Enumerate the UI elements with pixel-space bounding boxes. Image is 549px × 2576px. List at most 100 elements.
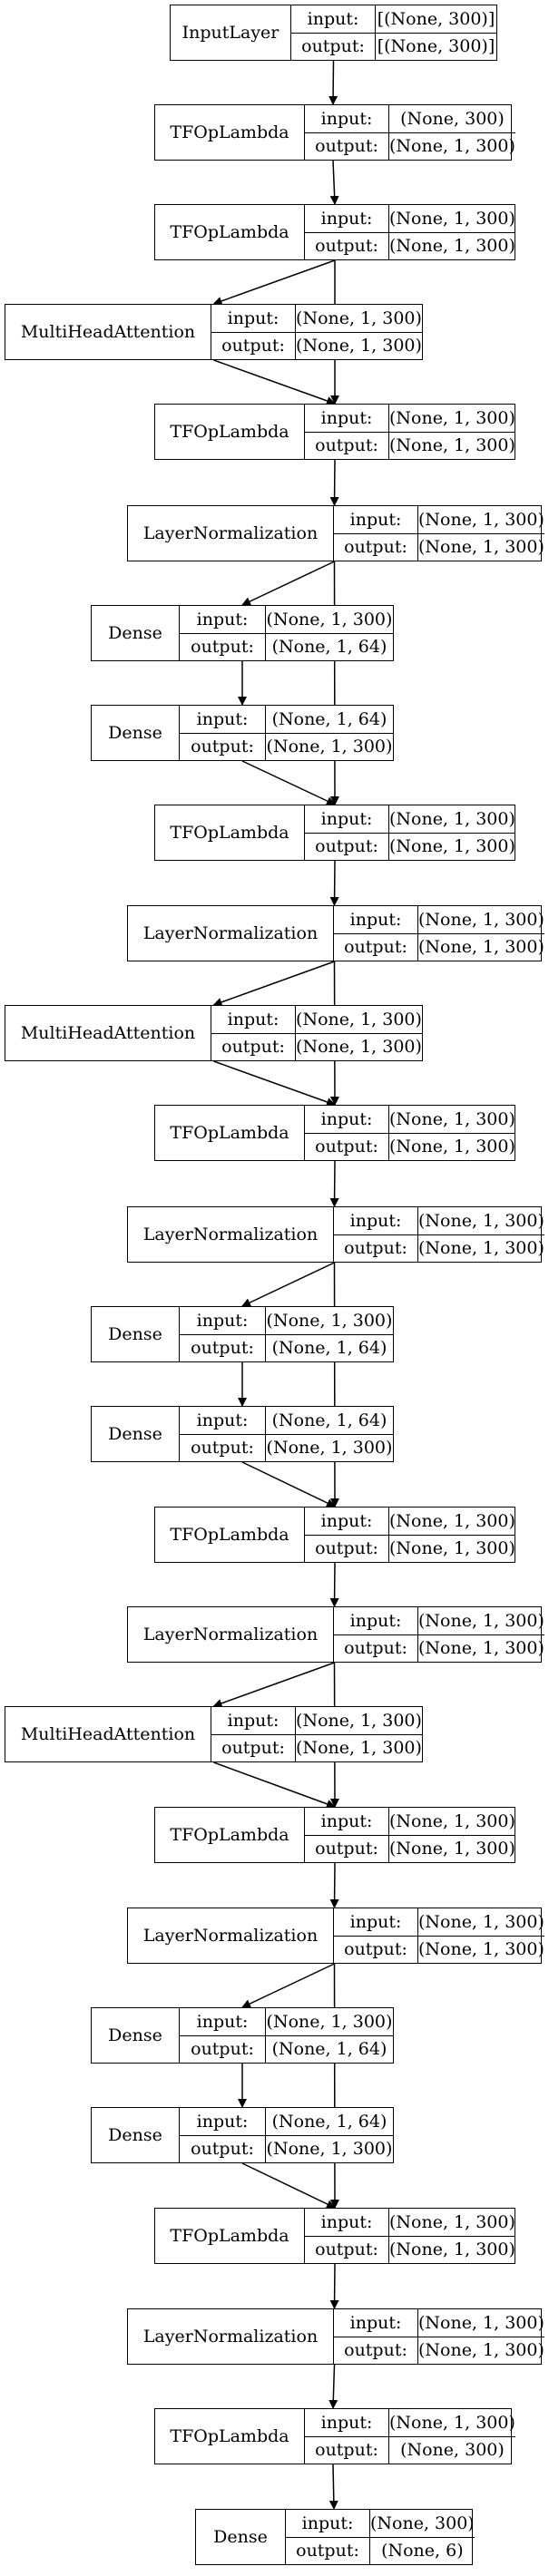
output-label: output: bbox=[305, 1132, 388, 1161]
input-shape: (None, 1, 300) bbox=[266, 1310, 393, 1331]
edge-n21-to-n22 bbox=[241, 2162, 336, 2209]
input-shape: (None, 1, 300) bbox=[418, 909, 544, 930]
edge-n8-to-n9 bbox=[329, 860, 339, 906]
output-shape: (None, 1, 300) bbox=[296, 331, 422, 360]
edge-n5-to-n8 bbox=[329, 561, 339, 805]
input-shape: (None, 1, 300) bbox=[418, 1210, 544, 1231]
input-label: input: bbox=[196, 609, 249, 629]
layer-name: Dense bbox=[92, 1307, 180, 1361]
output-shape: (None, 1, 300) bbox=[389, 132, 515, 161]
output-shape: (None, 1, 300) bbox=[296, 1032, 422, 1061]
output-label: output: bbox=[334, 1634, 417, 1663]
output-shape: (None, 1, 300) bbox=[389, 231, 515, 260]
output-label: output: bbox=[334, 932, 417, 961]
output-shape: (None, 1, 300) bbox=[418, 1234, 544, 1263]
input-shape: (None, 1, 300) bbox=[296, 307, 422, 328]
input-shape: (None, 300) bbox=[400, 108, 505, 129]
output-label: output: bbox=[180, 2134, 265, 2163]
output-shape: (None, 1, 300) bbox=[266, 2134, 393, 2163]
layer-name: LayerNormalization bbox=[128, 506, 334, 561]
output-label: output: bbox=[305, 431, 388, 460]
edge-n10-to-n11 bbox=[213, 1060, 336, 1107]
output-label: output: bbox=[211, 1032, 295, 1061]
output-shape: (None, 1, 300) bbox=[418, 932, 544, 961]
input-label: input: bbox=[320, 1108, 373, 1129]
output-label: output: bbox=[180, 2034, 265, 2064]
output-shape: (None, 300) bbox=[389, 2435, 515, 2464]
output-label: output: bbox=[291, 32, 375, 61]
edge-n1-to-n2 bbox=[329, 160, 339, 205]
input-shape: (None, 1, 300) bbox=[389, 407, 515, 428]
output-shape: (None, 1, 64) bbox=[266, 2034, 393, 2064]
layer-name: LayerNormalization bbox=[128, 2309, 334, 2364]
edge-n9-to-n10 bbox=[212, 961, 335, 1007]
input-label: input: bbox=[349, 909, 402, 930]
output-shape: (None, 1, 300) bbox=[266, 1433, 393, 1462]
input-shape: (None, 1, 300) bbox=[418, 1911, 544, 1932]
layer-name: InputLayer bbox=[171, 5, 291, 60]
input-label: input: bbox=[349, 1610, 402, 1631]
input-label: input: bbox=[320, 1510, 373, 1531]
layer-name: TFOpLambda bbox=[155, 2209, 305, 2263]
output-shape: (None, 1, 300) bbox=[418, 1634, 544, 1663]
edge-n22-to-n23 bbox=[329, 2263, 339, 2309]
input-shape: (None, 1, 300) bbox=[389, 1810, 515, 1831]
output-label: output: bbox=[305, 832, 388, 861]
input-label: input: bbox=[196, 1410, 249, 1430]
edge-n12-to-n13 bbox=[241, 1262, 335, 1307]
output-label: output: bbox=[334, 1234, 417, 1263]
input-label: input: bbox=[227, 1710, 279, 1731]
output-label: output: bbox=[286, 2536, 369, 2565]
layer-name: Dense bbox=[196, 2510, 286, 2564]
output-shape: (None, 1, 300) bbox=[266, 732, 393, 761]
layer-name: LayerNormalization bbox=[128, 1908, 334, 1963]
input-label: input: bbox=[320, 2412, 373, 2433]
input-label: input: bbox=[227, 1009, 279, 1029]
input-shape: (None, 1, 300) bbox=[296, 1009, 422, 1029]
input-label: input: bbox=[320, 108, 373, 129]
layer-name: TFOpLambda bbox=[155, 405, 305, 459]
input-shape: (None, 1, 300) bbox=[389, 2211, 515, 2232]
input-label: input: bbox=[349, 1210, 402, 1231]
output-label: output: bbox=[180, 632, 265, 661]
input-shape: (None, 1, 300) bbox=[389, 2412, 515, 2433]
layer-name: LayerNormalization bbox=[128, 906, 334, 961]
edge-n4-to-n5 bbox=[329, 459, 339, 506]
layer-name: TFOpLambda bbox=[155, 805, 305, 860]
input-shape: (None, 1, 300) bbox=[389, 1510, 515, 1531]
input-shape: (None, 1, 300) bbox=[296, 1710, 422, 1731]
output-shape: (None, 1, 300) bbox=[389, 832, 515, 861]
layer-name: TFOpLambda bbox=[155, 2409, 305, 2464]
edge-n3-to-n4 bbox=[213, 359, 336, 405]
layer-name: LayerNormalization bbox=[128, 1207, 334, 1262]
edge-n19-to-n20 bbox=[241, 1963, 335, 2008]
layer-name: TFOpLambda bbox=[155, 205, 305, 259]
input-shape: (None, 1, 300) bbox=[389, 808, 515, 829]
layer-name: TFOpLambda bbox=[155, 1808, 305, 1862]
edge-n2-to-n3 bbox=[212, 259, 336, 306]
input-shape: (None, 300) bbox=[370, 2513, 475, 2533]
edge-n24-to-n25 bbox=[328, 2464, 338, 2510]
output-label: output: bbox=[305, 2235, 388, 2264]
output-label: output: bbox=[334, 2336, 417, 2365]
output-shape: (None, 1, 300) bbox=[389, 2235, 515, 2264]
output-shape: [(None, 300)] bbox=[376, 32, 496, 61]
layer-name: Dense bbox=[92, 2108, 180, 2162]
layer-name: Dense bbox=[92, 1407, 180, 1461]
input-shape: (None, 1, 64) bbox=[271, 2111, 387, 2132]
output-shape: (None, 1, 300) bbox=[296, 1733, 422, 1762]
